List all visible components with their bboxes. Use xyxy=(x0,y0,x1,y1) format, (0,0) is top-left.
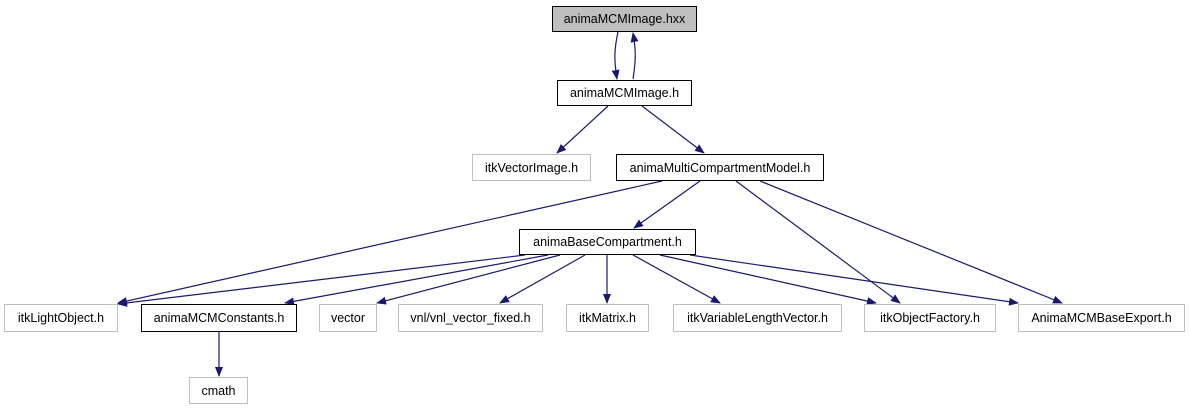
node-itkmatrix: itkMatrix.h xyxy=(566,304,649,332)
node-multicompartmentmodel[interactable]: animaMultiCompartmentModel.h xyxy=(616,154,824,181)
edge-mcm-export xyxy=(759,180,1063,304)
edge-base-export xyxy=(689,254,1019,306)
edge-image-hxx xyxy=(630,32,639,80)
edge-base-vnl xyxy=(499,254,586,304)
edge-base-constants xyxy=(284,254,549,306)
node-itklightobject: itkLightObject.h xyxy=(4,304,118,332)
node-cmath: cmath xyxy=(189,377,248,404)
node-basecompartment[interactable]: animaBaseCompartment.h xyxy=(519,229,696,255)
edge-base-light xyxy=(117,254,526,307)
edge-mcm-base xyxy=(633,180,701,229)
node-animamcmimage-hxx[interactable]: animaMCMImage.hxx xyxy=(552,6,697,32)
edge-base-factory xyxy=(659,254,877,305)
node-animamcmimage-h[interactable]: animaMCMImage.h xyxy=(557,80,692,106)
node-itkvectorimage: itkVectorImage.h xyxy=(472,154,591,181)
edge-mcm-light xyxy=(117,180,663,305)
node-mcmconstants[interactable]: animaMCMConstants.h xyxy=(141,304,297,332)
node-animamcmbaseexport: AnimaMCMBaseExport.h xyxy=(1018,304,1185,332)
node-itkvariablelengthvector: itkVariableLengthVector.h xyxy=(673,304,842,332)
node-vector: vector xyxy=(319,304,377,332)
edge-image-vectorimage xyxy=(556,105,609,154)
node-itkobjectfactory: itkObjectFactory.h xyxy=(864,304,996,332)
edge-mcm-factory xyxy=(735,180,901,304)
edge-base-vector xyxy=(376,254,561,305)
node-vnl-vector-fixed: vnl/vnl_vector_fixed.h xyxy=(398,304,543,332)
edge-base-varlen xyxy=(632,254,721,304)
edge-hxx-image xyxy=(611,31,620,80)
edge-image-mcm xyxy=(641,105,705,154)
